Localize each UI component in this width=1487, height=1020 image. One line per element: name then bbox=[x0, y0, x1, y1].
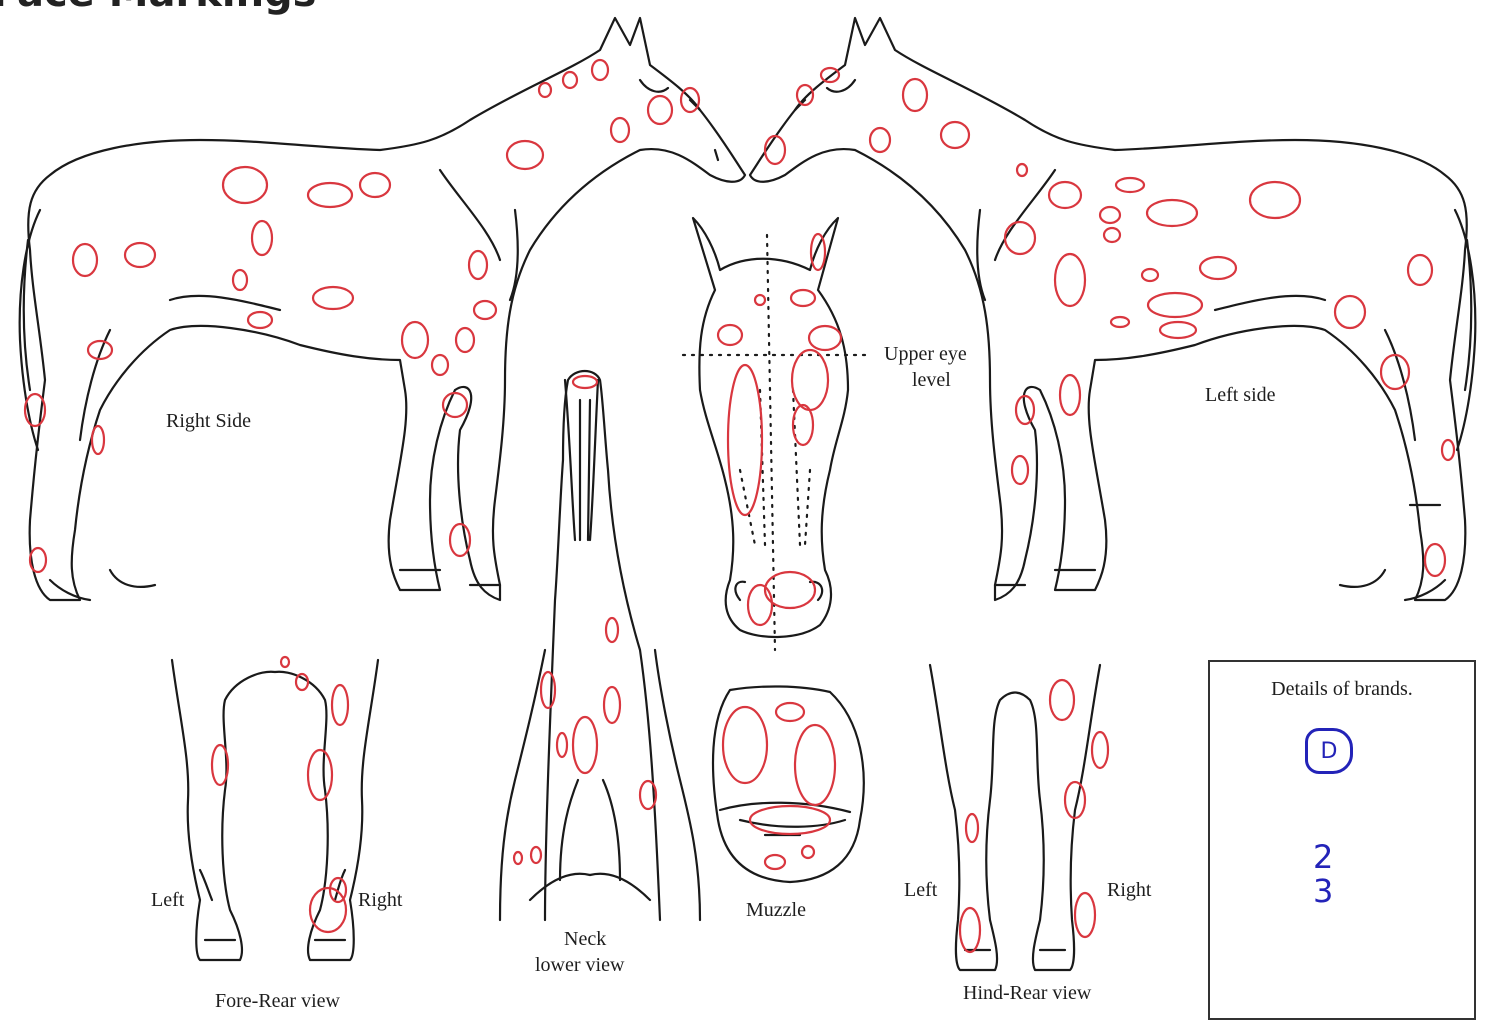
label-upper-eye: Upper eye bbox=[884, 343, 967, 366]
label-upper-eye-level: level bbox=[912, 369, 951, 392]
hind-rear-markings bbox=[960, 680, 1108, 952]
neck-markings bbox=[514, 376, 656, 864]
left-side-horse-outline bbox=[750, 18, 1475, 600]
label-fore-rear-view: Fore-Rear view bbox=[215, 990, 340, 1013]
label-fore-left: Left bbox=[151, 889, 184, 912]
neck-lower-view-outline bbox=[500, 371, 700, 920]
label-neck: Neck bbox=[564, 928, 606, 951]
brand-mark-letter: D bbox=[1321, 739, 1338, 764]
right-side-horse-outline bbox=[20, 18, 745, 600]
label-hind-rear-view: Hind-Rear view bbox=[963, 982, 1091, 1005]
brands-title: Details of brands. bbox=[1210, 678, 1474, 701]
brand-line-1: 2 bbox=[1313, 838, 1333, 876]
fore-rear-markings bbox=[212, 657, 348, 932]
face-front-markings bbox=[718, 234, 841, 625]
label-hind-right: Right bbox=[1107, 879, 1151, 902]
label-left-side: Left side bbox=[1205, 384, 1276, 407]
muzzle-outline bbox=[713, 686, 864, 882]
brand-line-2: 3 bbox=[1313, 872, 1333, 910]
right-side-markings bbox=[25, 60, 699, 572]
face-front-outline bbox=[683, 218, 865, 650]
label-fore-right: Right bbox=[358, 889, 402, 912]
brand-mark-d: D bbox=[1305, 728, 1353, 774]
label-muzzle: Muzzle bbox=[746, 899, 806, 922]
label-hind-left: Left bbox=[904, 879, 937, 902]
left-side-markings bbox=[765, 68, 1454, 576]
muzzle-markings bbox=[723, 703, 835, 869]
brands-details-box: Details of brands. D 2 3 bbox=[1208, 660, 1476, 1020]
label-right-side: Right Side bbox=[166, 410, 251, 433]
label-neck-lower-view: lower view bbox=[535, 954, 624, 977]
